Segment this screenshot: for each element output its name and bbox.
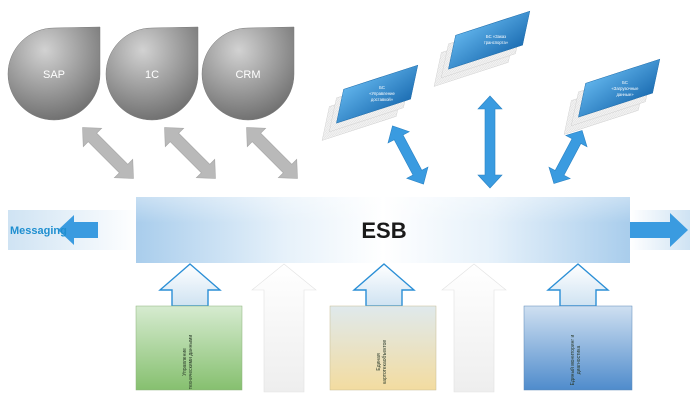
messaging-label: Messaging — [10, 225, 67, 237]
bs-delivery-line1: БС — [379, 85, 385, 90]
bs-delivery-bus-arrow — [387, 125, 429, 185]
source-monitoring-line2: диагностика — [576, 346, 582, 375]
bs-loading-line1: БС — [622, 80, 628, 85]
source-technical-data-arrow — [158, 263, 222, 307]
system-crm: CRM — [201, 26, 295, 121]
business-service-delivery: БС «Управление доставкой» — [321, 64, 419, 141]
system-sap: SAP — [7, 26, 101, 121]
system-connectors — [82, 127, 298, 179]
business-service-loading: БС «Загрузочные данные» — [563, 58, 661, 135]
source-monitoring-line1: Единый мониторинг и — [569, 334, 576, 385]
1c-label: 1C — [145, 69, 159, 81]
source-object-catalog-box — [329, 305, 437, 391]
crm-label: CRM — [235, 69, 260, 81]
source-object-catalog-line1: Единая — [376, 353, 382, 371]
source-technical-data: Управление техническими данными — [135, 263, 243, 391]
source-technical-data-line2: техническими данными — [188, 335, 194, 390]
1c-drop-shape — [105, 26, 199, 121]
bs-loading-stack — [563, 58, 661, 135]
source-technical-data-line1: Управление — [182, 348, 188, 376]
esb-bus-highlight — [136, 197, 630, 223]
bs-delivery-line3: доставкой» — [371, 97, 394, 102]
bs-loading-line3: данные» — [616, 92, 634, 97]
bs-delivery-line2: «Управление — [369, 91, 395, 96]
crm-drop-shape — [201, 26, 295, 121]
source-object-catalog-line2: картотекаобъектов — [382, 340, 388, 384]
service-connectors — [387, 95, 588, 189]
ghost-arrow-1 — [251, 263, 317, 393]
source-monitoring-arrow — [546, 263, 610, 307]
source-object-catalog-arrow — [352, 263, 416, 307]
ghost-connectors — [251, 263, 507, 393]
bs-transport-line1: БС «Заказ — [486, 34, 506, 39]
esb-bus: ESB — [136, 197, 630, 263]
bs-transport-bus-arrow — [477, 95, 503, 189]
messaging-right-arrow — [630, 213, 688, 247]
source-monitoring: Единый мониторинг и диагностика — [523, 263, 633, 391]
messaging-band: Messaging — [8, 210, 690, 250]
sap-bus-arrow — [82, 127, 134, 179]
business-service-transport: БС «Заказ транспорта» — [433, 10, 531, 87]
1c-bus-arrow — [164, 127, 216, 179]
bs-transport-stack — [433, 10, 531, 87]
source-object-catalog: Единая картотекаобъектов — [329, 263, 437, 391]
system-1c: 1C — [105, 26, 199, 121]
ghost-arrow-2 — [441, 263, 507, 393]
esb-label: ESB — [361, 218, 406, 243]
source-monitoring-box — [523, 305, 633, 391]
bs-delivery-stack — [321, 64, 419, 141]
sap-drop-shape — [7, 26, 101, 121]
messaging-left-arrow — [58, 215, 98, 245]
bs-transport-line2: транспорта» — [484, 40, 509, 45]
bs-loading-line2: «Загрузочные — [611, 86, 639, 91]
sap-label: SAP — [43, 69, 65, 81]
bs-loading-bus-arrow — [548, 130, 588, 184]
crm-bus-arrow — [246, 127, 298, 179]
source-technical-data-box — [135, 305, 243, 391]
